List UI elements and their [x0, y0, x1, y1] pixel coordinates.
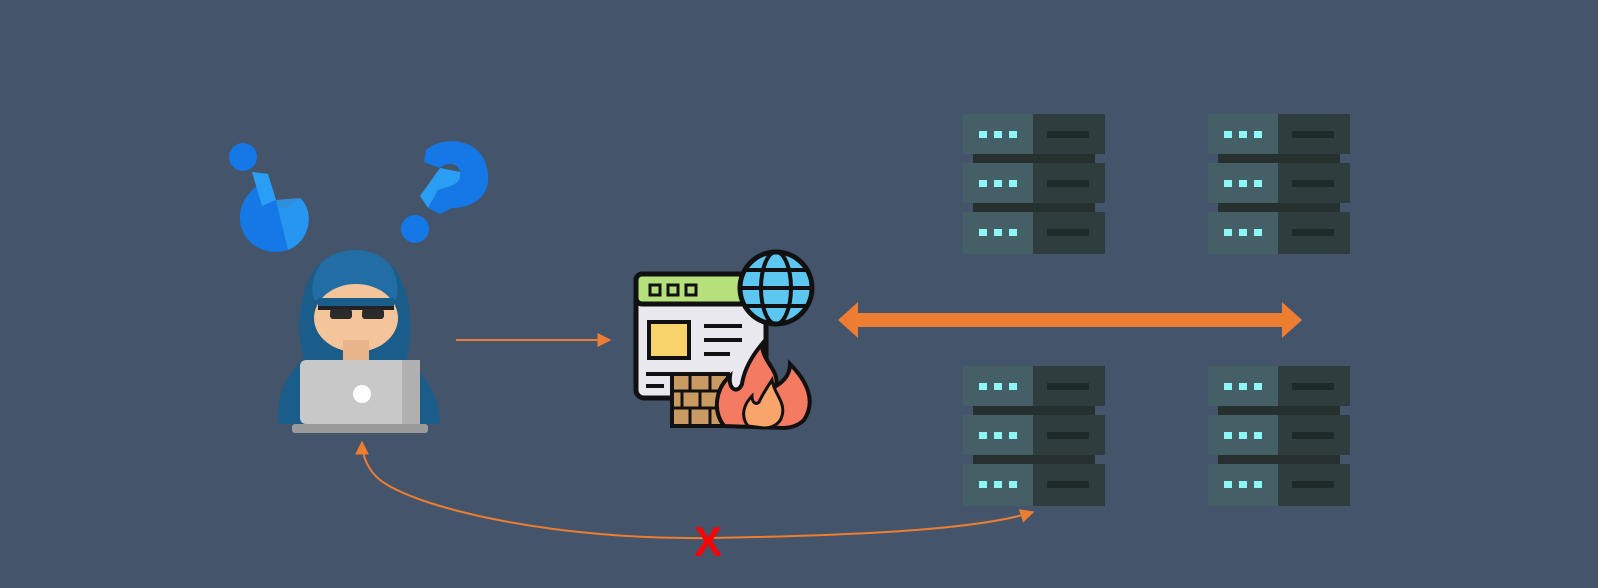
server-rack-icon — [963, 114, 1105, 254]
blocked-marker: X — [694, 518, 722, 565]
bidirectional-traffic-arrow — [838, 302, 1302, 338]
server-rack-icon — [1208, 366, 1350, 506]
question-mark-inverted-icon — [229, 143, 309, 252]
server-rack-icon — [1208, 114, 1350, 254]
hacker-icon — [277, 250, 440, 433]
web-firewall-icon — [633, 249, 815, 431]
question-mark-icon — [401, 141, 489, 243]
server-rack-icon — [963, 366, 1105, 506]
blocked-response-arrow — [355, 440, 1035, 540]
